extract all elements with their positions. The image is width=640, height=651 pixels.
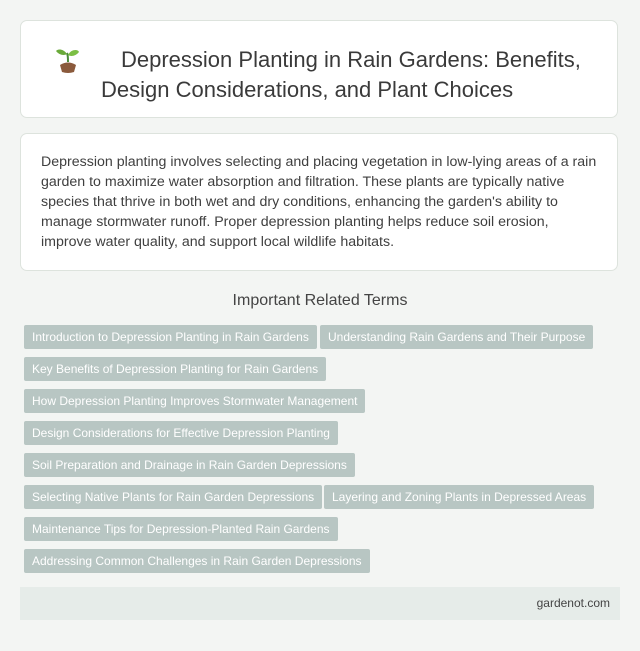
related-term-tag[interactable]: Soil Preparation and Drainage in Rain Ga… [24,453,355,477]
related-term-tag[interactable]: Maintenance Tips for Depression-Planted … [24,517,338,541]
related-term-tag[interactable]: Addressing Common Challenges in Rain Gar… [24,549,370,573]
seedling-icon [56,49,79,73]
footer-site-link[interactable]: gardenot.com [536,596,610,610]
related-term-tag[interactable]: Selecting Native Plants for Rain Garden … [24,485,323,509]
footer: gardenot.com [20,587,620,620]
description-card: Depression planting involves selecting a… [20,133,618,271]
related-term-tag[interactable]: How Depression Planting Improves Stormwa… [24,389,366,413]
page-title: Depression Planting in Rain Gardens: Ben… [101,47,581,102]
related-terms-heading: Important Related Terms [232,292,408,309]
related-term-tag[interactable]: Understanding Rain Gardens and Their Pur… [320,325,594,349]
description-text: Depression planting involves selecting a… [41,154,597,250]
related-term-tag[interactable]: Design Considerations for Effective Depr… [24,421,338,445]
related-term-tag[interactable]: Introduction to Depression Planting in R… [24,325,317,349]
title-card: Depression Planting in Rain Gardens: Ben… [20,20,618,118]
related-term-tag[interactable]: Key Benefits of Depression Planting for … [24,357,327,381]
related-term-tag[interactable]: Layering and Zoning Plants in Depressed … [324,485,595,509]
